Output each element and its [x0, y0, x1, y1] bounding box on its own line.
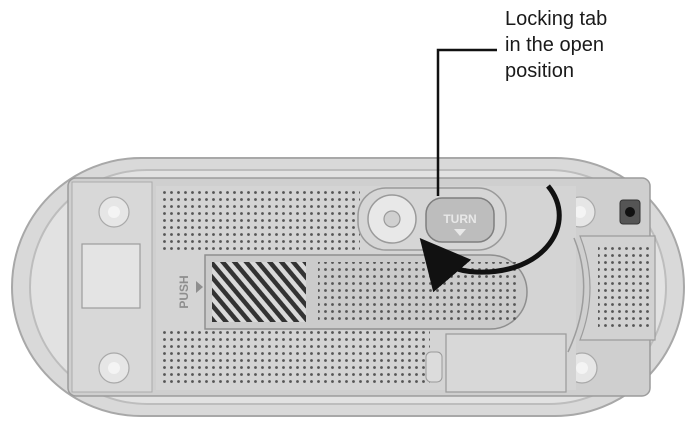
tray-arrow-icon — [196, 281, 203, 293]
rotary-knob-center-icon — [383, 210, 401, 228]
callout-leader-line — [436, 48, 497, 196]
rotation-arrow — [419, 184, 562, 293]
callout-line-1: Locking tab — [505, 8, 608, 30]
label-plate — [81, 243, 141, 309]
floor-perforation-bottom — [160, 330, 430, 386]
locking-tab-turn-text: TURN — [443, 212, 476, 226]
power-block — [445, 333, 567, 393]
floor-perforation-top — [160, 190, 360, 250]
callout-line-3: position — [505, 60, 574, 82]
right-vent-perforation — [598, 246, 652, 330]
callout-line-2: in the open — [505, 34, 604, 56]
locking-tab-arrow-icon — [454, 229, 466, 236]
curved-divider — [567, 237, 585, 353]
tray-push-text: PUSH — [177, 275, 191, 308]
callout-label: Locking tab in the open position — [505, 6, 685, 84]
small-post — [425, 351, 443, 383]
connector-port-hole-icon — [625, 207, 635, 217]
vent-hatching — [212, 262, 306, 322]
